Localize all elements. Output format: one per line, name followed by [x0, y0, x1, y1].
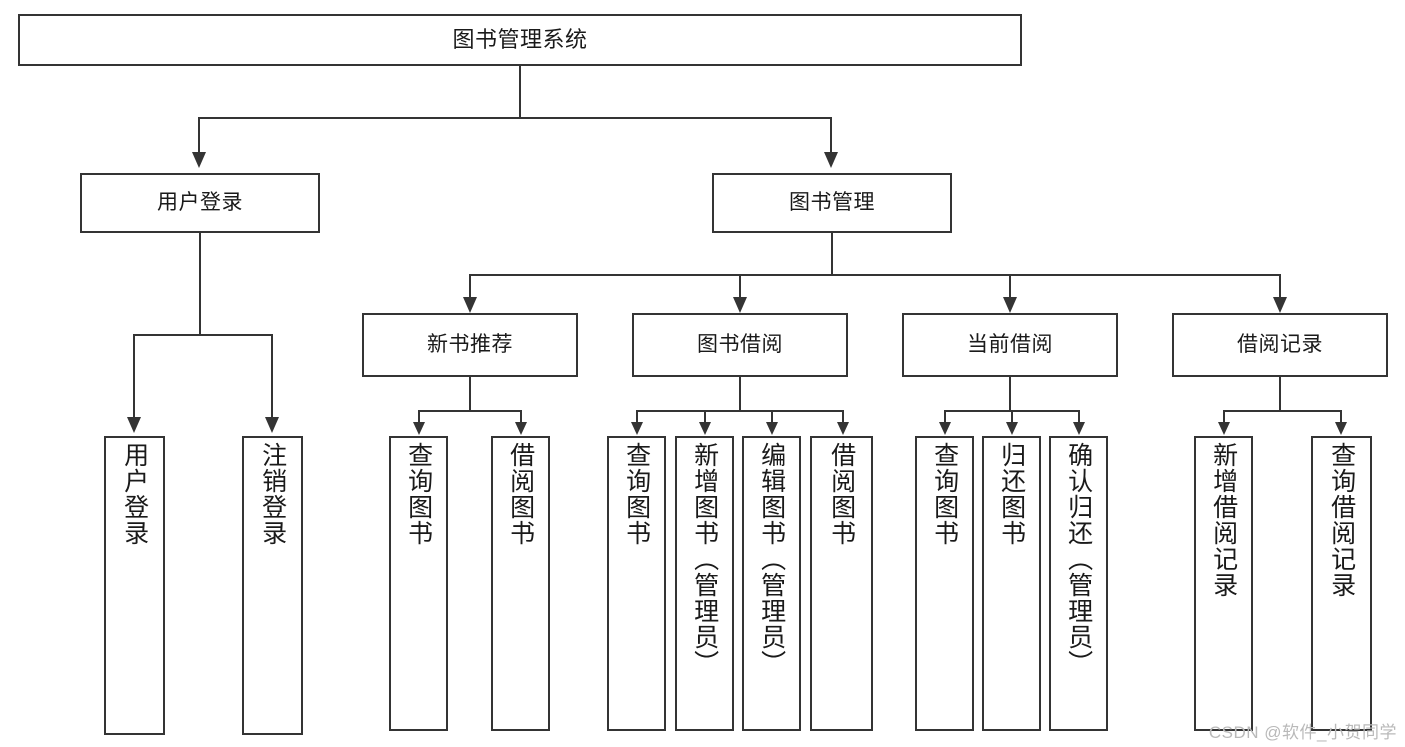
arrowhead-current-borrow-leaf-1: [939, 422, 951, 435]
connector-root-to-user-login: [198, 117, 200, 153]
connector-book-borrow-bus: [636, 410, 844, 412]
connector-user-login-stem: [199, 233, 201, 335]
arrowhead-book-borrow: [733, 297, 747, 313]
connector-current-borrow-to-leaf-1: [944, 410, 946, 423]
connector-new-book-to-leaf-2: [520, 410, 522, 423]
arrowhead-current-borrow: [1003, 297, 1017, 313]
connector-borrow-record-bus: [1223, 410, 1341, 412]
connector-book-mgmt-to-new-book: [469, 274, 471, 298]
leaf-book-borrow-borrow[interactable]: 借阅图书: [810, 436, 873, 731]
arrowhead-new-book-rec: [463, 297, 477, 313]
connector-user-login-to-leaf-2: [271, 334, 273, 418]
node-label: 查询图书: [622, 442, 651, 546]
leaf-new-book-query[interactable]: 查询图书: [389, 436, 448, 731]
node-label: 新增借阅记录: [1209, 442, 1238, 598]
connector-borrow-record-to-leaf-1: [1223, 410, 1225, 423]
arrowhead-to-book-mgmt: [824, 152, 838, 168]
connector-book-borrow-to-leaf-2: [704, 410, 706, 423]
connector-root-stem: [519, 66, 521, 118]
arrowhead-user-login-leaf-1: [127, 417, 141, 433]
arrowhead-new-book-leaf-1: [413, 422, 425, 435]
connector-new-book-stem: [469, 377, 471, 411]
connector-book-mgmt-to-borrow-record: [1279, 274, 1281, 298]
node-root-system[interactable]: 图书管理系统: [18, 14, 1022, 66]
connector-borrow-record-to-leaf-2: [1340, 410, 1342, 423]
leaf-current-borrow-return[interactable]: 归还图书: [982, 436, 1041, 731]
arrowhead-borrow-record-leaf-1: [1218, 422, 1230, 435]
node-label: 图书管理: [789, 190, 875, 214]
node-label: 图书管理系统: [452, 27, 588, 53]
node-current-borrow[interactable]: 当前借阅: [902, 313, 1118, 377]
connector-root-to-book-mgmt: [830, 117, 832, 153]
node-book-borrow[interactable]: 图书借阅: [632, 313, 848, 377]
node-label: 查询借阅记录: [1327, 442, 1356, 598]
arrowhead-current-borrow-leaf-2: [1006, 422, 1018, 435]
arrowhead-book-borrow-leaf-1: [631, 422, 643, 435]
node-label: 新增图书（管理员）: [690, 442, 719, 676]
leaf-user-login-logout[interactable]: 注销登录: [242, 436, 303, 735]
connector-borrow-record-stem: [1279, 377, 1281, 411]
node-label: 编辑图书（管理员）: [757, 442, 786, 676]
node-label: 归还图书: [997, 442, 1026, 546]
node-label: 注销登录: [258, 442, 287, 546]
arrowhead-book-borrow-leaf-3: [766, 422, 778, 435]
connector-current-borrow-stem: [1009, 377, 1011, 411]
node-label: 图书借阅: [697, 332, 783, 356]
connector-book-mgmt-to-book-borrow: [739, 274, 741, 298]
arrowhead-borrow-record: [1273, 297, 1287, 313]
arrowhead-new-book-leaf-2: [515, 422, 527, 435]
node-label: 查询图书: [404, 442, 433, 546]
node-label: 确认归还（管理员）: [1064, 442, 1093, 676]
leaf-user-login-login[interactable]: 用户登录: [104, 436, 165, 735]
connector-new-book-to-leaf-1: [418, 410, 420, 423]
node-label: 新书推荐: [427, 332, 513, 356]
arrowhead-borrow-record-leaf-2: [1335, 422, 1347, 435]
node-label: 查询图书: [930, 442, 959, 546]
leaf-book-borrow-add-admin[interactable]: 新增图书（管理员）: [675, 436, 734, 731]
node-label: 借阅图书: [827, 442, 856, 546]
connector-book-borrow-to-leaf-3: [771, 410, 773, 423]
connector-book-mgmt-bus: [469, 274, 1281, 276]
node-new-book-recommendation[interactable]: 新书推荐: [362, 313, 578, 377]
node-user-login[interactable]: 用户登录: [80, 173, 320, 233]
leaf-borrow-record-add[interactable]: 新增借阅记录: [1194, 436, 1253, 731]
node-book-management[interactable]: 图书管理: [712, 173, 952, 233]
node-label: 借阅图书: [506, 442, 535, 546]
arrowhead-book-borrow-leaf-2: [699, 422, 711, 435]
connector-book-borrow-stem: [739, 377, 741, 411]
leaf-book-borrow-edit-admin[interactable]: 编辑图书（管理员）: [742, 436, 801, 731]
connector-book-mgmt-stem: [831, 233, 833, 275]
connector-new-book-bus: [418, 410, 522, 412]
leaf-current-borrow-confirm-return-admin[interactable]: 确认归还（管理员）: [1049, 436, 1108, 731]
connector-book-borrow-to-leaf-1: [636, 410, 638, 423]
leaf-borrow-record-query[interactable]: 查询借阅记录: [1311, 436, 1372, 731]
connector-book-borrow-to-leaf-4: [842, 410, 844, 423]
node-label: 借阅记录: [1237, 332, 1323, 356]
leaf-current-borrow-query[interactable]: 查询图书: [915, 436, 974, 731]
leaf-book-borrow-query[interactable]: 查询图书: [607, 436, 666, 731]
connector-book-mgmt-to-current-borrow: [1009, 274, 1011, 298]
node-label: 用户登录: [120, 442, 149, 546]
connector-current-borrow-to-leaf-3: [1078, 410, 1080, 423]
arrowhead-to-user-login: [192, 152, 206, 168]
arrowhead-current-borrow-leaf-3: [1073, 422, 1085, 435]
connector-user-login-bus: [133, 334, 273, 336]
arrowhead-user-login-leaf-2: [265, 417, 279, 433]
connector-root-bus: [198, 117, 832, 119]
arrowhead-book-borrow-leaf-4: [837, 422, 849, 435]
connector-current-borrow-to-leaf-2: [1011, 410, 1013, 423]
node-label: 当前借阅: [967, 332, 1053, 356]
node-label: 用户登录: [157, 190, 243, 214]
node-borrow-record[interactable]: 借阅记录: [1172, 313, 1388, 377]
connector-user-login-to-leaf-1: [133, 334, 135, 418]
leaf-new-book-borrow[interactable]: 借阅图书: [491, 436, 550, 731]
